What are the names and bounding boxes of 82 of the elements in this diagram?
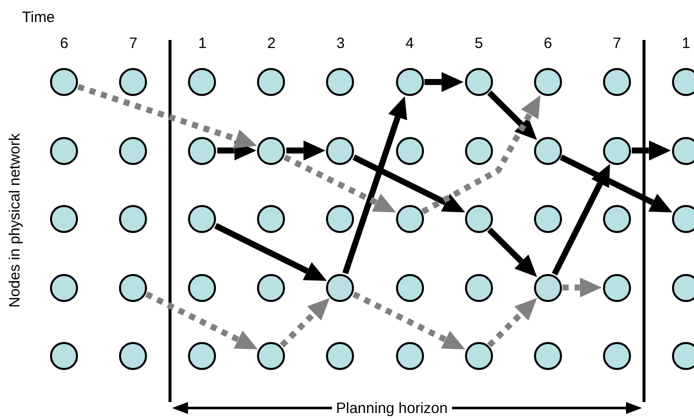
network-node-circle [257, 68, 286, 96]
time-step-label: 1 [682, 36, 690, 51]
arrow [421, 95, 540, 214]
arrow [217, 140, 256, 160]
network-node-circle [50, 274, 78, 302]
network-node-circle [50, 342, 78, 370]
arrow [487, 90, 537, 140]
arrow [342, 96, 408, 274]
network-node-circle [396, 274, 424, 302]
arrow [145, 292, 258, 350]
network-node-circle [534, 274, 562, 302]
arrow [280, 298, 330, 348]
axis-title: Nodes in physical network [8, 132, 23, 308]
network-node-circle [534, 342, 562, 370]
network-node-circle [534, 68, 562, 96]
network-node-circle [50, 205, 78, 233]
network-node-circle [326, 205, 354, 233]
network-node-circle [602, 68, 631, 96]
time-step-label: 7 [612, 36, 622, 51]
arrow [562, 278, 602, 298]
network-node-circle [326, 274, 354, 302]
network-node-circle [672, 205, 694, 233]
time-step-label: 2 [267, 36, 276, 51]
network-node-circle [326, 342, 354, 370]
network-node-circle [257, 274, 286, 302]
network-node-circle [464, 68, 493, 96]
network-node-circle [119, 274, 148, 302]
time-step-label: 6 [60, 36, 68, 51]
time-step-label: 7 [129, 36, 138, 51]
network-node-circle [396, 342, 424, 370]
arrow [487, 298, 537, 348]
arrow [560, 154, 672, 212]
network-node-circle [326, 68, 354, 96]
network-node-circle [326, 136, 354, 164]
network-node-circle [188, 136, 216, 164]
arrow [487, 227, 537, 277]
network-node-circle [464, 274, 493, 302]
arrow [352, 292, 466, 350]
network-node-circle [119, 205, 148, 233]
network-node-circle [188, 274, 216, 302]
network-node-circle [188, 342, 216, 370]
network-node-circle [119, 68, 148, 96]
network-node-circle [464, 342, 493, 370]
network-node-circle [396, 205, 424, 233]
network-node-circle [534, 136, 562, 164]
network-node-circle [50, 136, 78, 164]
network-node-circle [396, 136, 424, 164]
network-node-circle [602, 274, 631, 302]
arrow [286, 140, 326, 160]
network-node-circle [602, 205, 631, 233]
network-node-circle [672, 342, 694, 370]
dimension-label: Planning horizon [332, 401, 452, 416]
network-node-circle [672, 68, 694, 96]
network-node-circle [534, 205, 562, 233]
network-node-circle [464, 205, 493, 233]
network-node-circle [464, 136, 493, 164]
time-axis-title: Time [22, 10, 55, 25]
arrow [552, 164, 610, 276]
network-node-circle [672, 274, 694, 302]
network-node-circle [257, 205, 286, 233]
network-node-circle [50, 68, 78, 96]
arrow [352, 154, 466, 212]
arrow [214, 223, 327, 281]
arrow [283, 154, 396, 212]
network-node-circle [119, 342, 148, 370]
time-step-label: 1 [198, 36, 207, 51]
network-node-circle [602, 136, 631, 164]
time-step-label: 4 [406, 36, 414, 51]
time-step-label: 3 [336, 36, 345, 51]
arrow [77, 84, 258, 148]
time-step-label: 5 [474, 36, 483, 51]
network-node-circle [257, 342, 286, 370]
network-node-circle [188, 68, 216, 96]
arrow [424, 72, 464, 92]
network-node-circle [188, 205, 216, 233]
network-node-circle [672, 136, 694, 164]
network-node-circle [119, 136, 148, 164]
arrow [632, 140, 671, 160]
network-node-circle [396, 68, 424, 96]
network-node-circle [257, 136, 286, 164]
network-node-circle [602, 342, 631, 370]
time-step-label: 6 [544, 36, 552, 51]
